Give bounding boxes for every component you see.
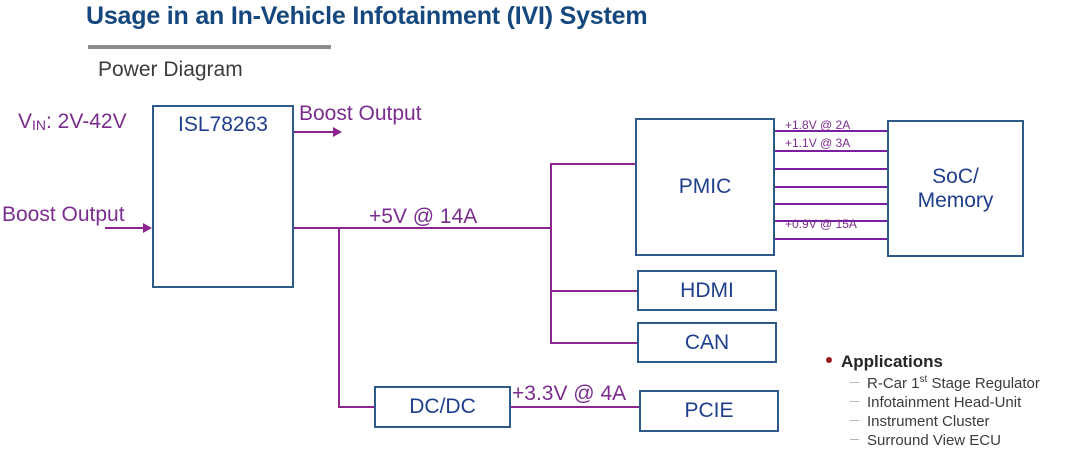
dash-icon	[850, 439, 859, 440]
label-pmic-rail-1: +1.8V @ 2A	[785, 118, 851, 132]
bullet-dot-icon	[826, 357, 832, 363]
pmic-rail-5	[774, 203, 889, 205]
pmic-rail-7	[774, 238, 889, 240]
dash-icon	[850, 401, 859, 402]
pmic-rail-1	[774, 130, 889, 132]
application-item-1: R-Car 1st Stage Regulator	[867, 374, 1040, 392]
label-boost-output-left: Boost Output	[2, 203, 125, 226]
wire-5v-into-dcdc	[338, 406, 376, 408]
list-item: R-Car 1st Stage Regulator	[850, 374, 1076, 392]
block-hdmi[interactable]: HDMI	[637, 270, 777, 311]
wire-bus-to-pmic	[550, 163, 637, 165]
label-pmic-rail-2: +1.1V @ 3A	[785, 136, 851, 150]
pmic-rail-2	[774, 150, 889, 152]
block-isl78263-label: ISL78263	[178, 113, 268, 136]
block-dcdc-label: DC/DC	[409, 395, 476, 419]
wire-boost-output	[294, 131, 335, 133]
wire-5v-main-bus	[294, 227, 552, 229]
arrowhead-boost-output	[333, 127, 342, 137]
application-item-1-sup: st	[919, 374, 928, 385]
application-item-3: Instrument Cluster	[867, 413, 990, 430]
application-item-1-text-after: Stage Regulator	[927, 375, 1040, 392]
wire-5v-drop-to-dcdc	[338, 227, 340, 407]
label-rail-3v3: +3.3V @ 4A	[512, 382, 627, 405]
application-item-2: Infotainment Head-Unit	[867, 394, 1022, 411]
dash-icon	[850, 420, 859, 421]
block-pcie-label: PCIE	[684, 399, 734, 423]
dash-icon	[850, 382, 859, 383]
label-rail-5v: +5V @ 14A	[369, 205, 478, 228]
label-pmic-rail-7: +0.9V @ 15A	[785, 217, 857, 231]
page-subtitle: Power Diagram	[98, 58, 243, 81]
block-pcie[interactable]: PCIE	[639, 390, 779, 432]
arrowhead-boost-input	[143, 223, 152, 233]
block-soc-memory-label: SoC/ Memory	[917, 164, 994, 212]
wire-33v-to-pcie	[511, 406, 640, 408]
applications-heading: Applications	[841, 352, 944, 371]
wire-bus-to-hdmi	[550, 290, 639, 292]
application-item-1-text-before: R-Car 1	[867, 375, 920, 392]
page-title: Usage in an In-Vehicle Infotainment (IVI…	[86, 2, 648, 30]
wire-boost-input	[105, 227, 145, 229]
pmic-rail-3	[774, 168, 889, 170]
list-item: Infotainment Head-Unit	[850, 394, 1076, 411]
applications-heading-row: Applications	[826, 352, 1076, 372]
label-vin-subscript: IN	[32, 117, 47, 133]
block-pmic[interactable]: PMIC	[635, 118, 775, 256]
block-soc-memory[interactable]: SoC/ Memory	[887, 120, 1024, 257]
pmic-rail-4	[774, 186, 889, 188]
applications-list: Applications R-Car 1st Stage Regulator I…	[826, 352, 1076, 449]
wire-distribution-bus	[550, 163, 552, 344]
block-dcdc[interactable]: DC/DC	[374, 386, 511, 428]
block-isl78263[interactable]: ISL78263	[152, 105, 294, 288]
block-can[interactable]: CAN	[637, 322, 777, 363]
list-item: Instrument Cluster	[850, 413, 1076, 430]
pmic-rail-6	[774, 220, 889, 222]
label-vin-prefix: V	[18, 110, 33, 133]
block-can-label: CAN	[684, 330, 730, 354]
wire-bus-to-can	[550, 342, 639, 344]
label-boost-output-top: Boost Output	[299, 102, 422, 125]
title-underline-rule	[88, 45, 331, 49]
block-hdmi-label: HDMI	[680, 278, 734, 302]
label-vin-value: : 2V-42V	[46, 110, 127, 133]
block-pmic-label: PMIC	[678, 175, 732, 199]
label-vin: VIN: 2V-42V	[18, 110, 127, 134]
list-item: Surround View ECU	[850, 432, 1076, 449]
application-item-4: Surround View ECU	[867, 432, 1001, 449]
